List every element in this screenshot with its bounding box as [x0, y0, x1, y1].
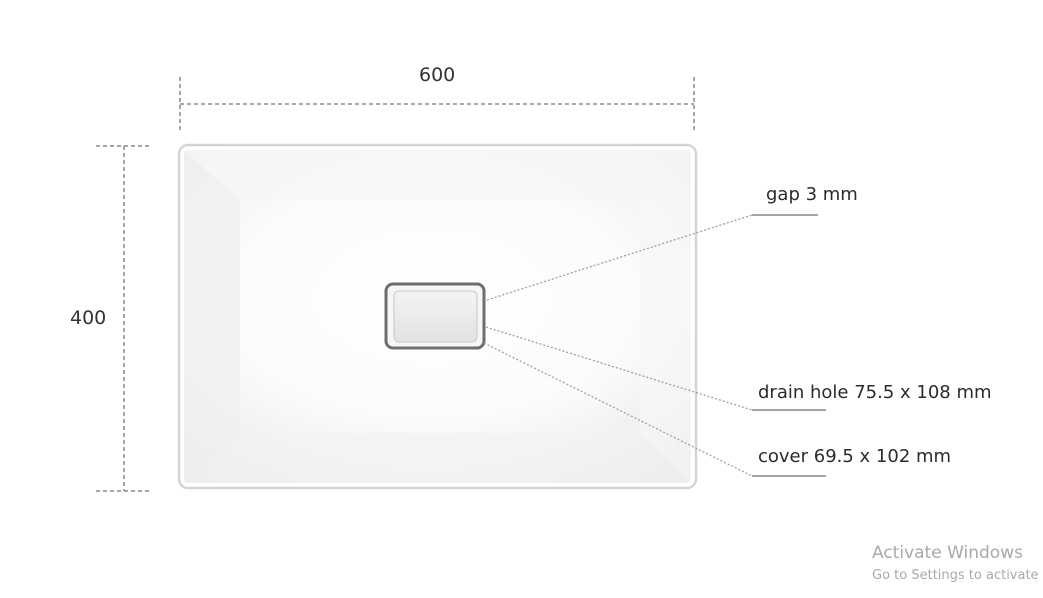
basin-slope-top	[184, 150, 691, 200]
height-label: 400	[70, 307, 107, 329]
height-dimension	[96, 145, 152, 492]
basin-slope-bottom	[184, 433, 691, 483]
basin-slope-left	[184, 150, 240, 483]
width-label: 600	[419, 64, 456, 86]
watermark-title: Activate Windows	[872, 543, 1023, 563]
leader-line-gap	[486, 214, 818, 301]
watermark-subtitle: Go to Settings to activate	[872, 568, 1039, 583]
callout-drain-hole: drain hole 75.5 x 108 mm	[758, 382, 992, 403]
basin	[177, 143, 698, 490]
drain	[384, 282, 486, 350]
leader-line-drain-hole	[485, 326, 826, 411]
callout-gap: gap 3 mm	[766, 184, 858, 205]
drain-cover	[393, 290, 478, 343]
leader-lines	[483, 214, 826, 477]
callout-cover: cover 69.5 x 102 mm	[758, 446, 952, 467]
width-dimension	[179, 77, 695, 132]
basin-slope-right	[640, 150, 691, 483]
